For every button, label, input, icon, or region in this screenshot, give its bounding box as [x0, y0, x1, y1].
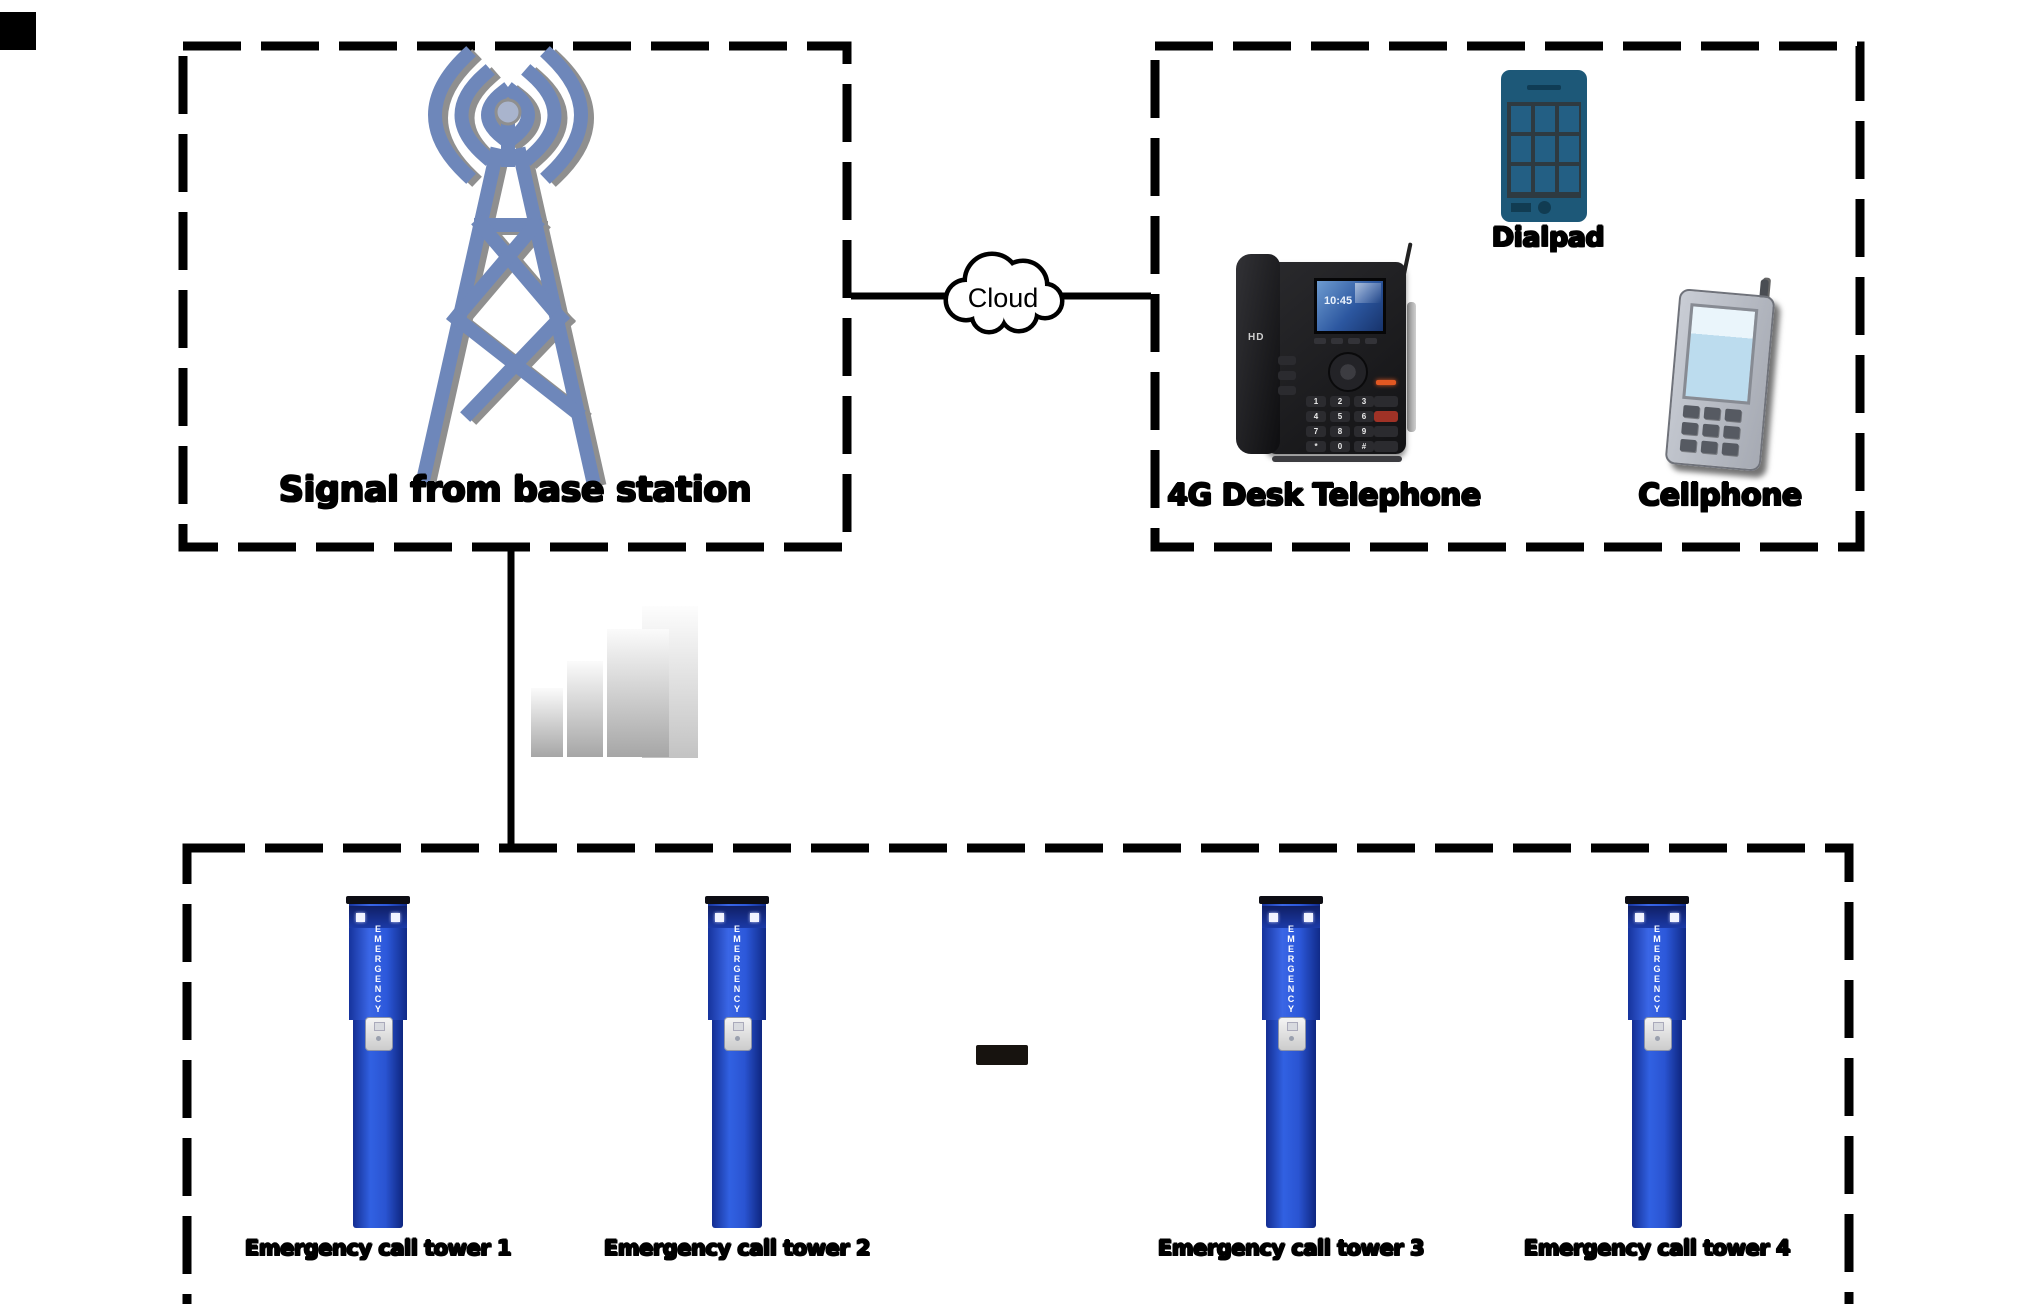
dialpad-label: Dialpad	[1491, 222, 1605, 253]
desk-phone-led	[1376, 380, 1396, 385]
emergency-tower-3: EMERGENCY	[1259, 896, 1323, 1228]
tower-light	[1670, 913, 1679, 922]
tower-light	[1635, 913, 1644, 922]
desk-phone-icon: HD 10:45 1 2 3 4 5 6 7 8 9 * 0 #	[1236, 242, 1416, 464]
desk-phone-brand: HD	[1248, 332, 1265, 343]
tower-call-button-panel	[1278, 1017, 1306, 1051]
dialpad-keypad	[1507, 102, 1581, 198]
more-towers-indicator	[976, 1045, 1028, 1065]
signal-bar-2	[567, 661, 603, 757]
tower-emergency-text: EMERGENCY	[373, 924, 383, 1014]
signal-bar-1	[531, 688, 563, 757]
cellphone-keypad	[1679, 404, 1742, 456]
tower-light	[1304, 913, 1313, 922]
towers-box-border	[182, 843, 1854, 1304]
tower-label-4: Emergency call tower 4	[1523, 1236, 1791, 1260]
desk-phone-handset: HD	[1236, 254, 1280, 454]
cloud-icon: Cloud	[943, 251, 1065, 335]
desk-phone-keypad: 1 2 3 4 5 6 7 8 9 * 0 #	[1306, 396, 1374, 452]
devices-box-border	[1150, 41, 1865, 552]
tower-call-button-panel	[724, 1017, 752, 1051]
tower-light	[391, 913, 400, 922]
dialpad-icon	[1501, 70, 1587, 222]
tower-call-button-panel	[1644, 1017, 1672, 1051]
emergency-tower-4: EMERGENCY	[1625, 896, 1689, 1228]
tower-emergency-text: EMERGENCY	[1652, 924, 1662, 1014]
tower-light	[356, 913, 365, 922]
desk-phone-nav-pad	[1328, 352, 1368, 392]
emergency-tower-1: EMERGENCY	[346, 896, 410, 1228]
cellphone-icon	[1664, 279, 1776, 472]
tower-light	[1269, 913, 1278, 922]
tower-light	[750, 913, 759, 922]
dialpad-speaker	[1527, 85, 1561, 90]
cell-tower-icon	[415, 46, 607, 488]
signal-bar-3	[607, 629, 669, 757]
tower-label-2: Emergency call tower 2	[603, 1236, 871, 1260]
desk-phone-label: 4G Desk Telephone	[1167, 478, 1481, 513]
dialpad-home-button	[1538, 201, 1551, 214]
tower-emergency-text: EMERGENCY	[1286, 924, 1296, 1014]
base-station-box-border	[178, 41, 852, 552]
desk-phone-screen: 10:45	[1314, 278, 1386, 334]
base-station-label: Signal from base station	[278, 470, 752, 510]
cloud-label: Cloud	[968, 283, 1039, 313]
corner-mark	[0, 12, 36, 50]
desk-phone-time: 10:45	[1324, 295, 1353, 307]
tower-light	[715, 913, 724, 922]
tower-label-3: Emergency call tower 3	[1157, 1236, 1425, 1260]
cellphone-screen	[1682, 303, 1759, 405]
tower-emergency-text: EMERGENCY	[732, 924, 742, 1014]
dialpad-home-bar	[1511, 203, 1531, 212]
tower-label-1: Emergency call tower 1	[244, 1236, 512, 1260]
cellphone-label: Cellphone	[1638, 478, 1802, 513]
emergency-tower-2: EMERGENCY	[705, 896, 769, 1228]
tower-call-button-panel	[365, 1017, 393, 1051]
